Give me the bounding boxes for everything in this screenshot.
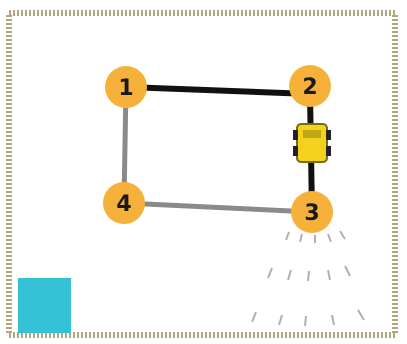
node-1-label: 1 (118, 76, 133, 101)
node-3: 3 (291, 191, 333, 233)
node-4: 4 (103, 182, 145, 224)
target-square (18, 278, 71, 333)
edge-1-2 (125, 84, 311, 97)
node-1: 1 (105, 66, 147, 108)
frame-border (6, 10, 398, 338)
robot-car-icon (293, 123, 331, 163)
edge-3-4 (123, 200, 313, 215)
node-3-label: 3 (304, 201, 319, 226)
node-2-label: 2 (302, 75, 317, 100)
node-2: 2 (289, 65, 331, 107)
node-4-label: 4 (116, 192, 131, 217)
sensor-beam-icon (251, 230, 365, 327)
